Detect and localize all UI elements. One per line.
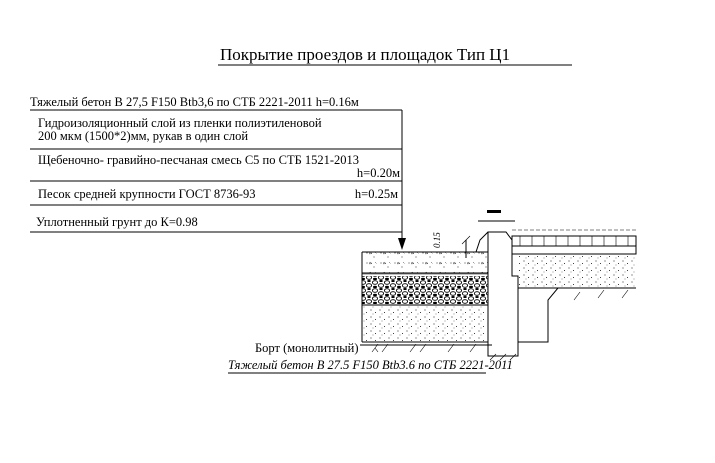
gravel-layer	[362, 276, 488, 304]
layer-3-line2: h=0.20м	[357, 166, 400, 180]
dimension-label: 0.15	[432, 232, 442, 248]
dimension-bar-icon	[487, 210, 501, 213]
layer-4-line2: h=0.25м	[355, 187, 398, 201]
layer-4-line1: Песок средней крупности ГОСТ 8736-93	[38, 187, 256, 201]
pavement-cross-section	[361, 251, 488, 353]
soil-hatching	[371, 343, 477, 353]
sand-layer	[362, 306, 488, 342]
drawing-title: Покрытие проездов и площадок Тип Ц1	[220, 45, 510, 64]
layer-legend: Тяжелый бетон B 27,5 F150 Btb3,6 по СТБ …	[30, 95, 406, 250]
curb-label: Борт (монолитный)	[255, 341, 359, 355]
layer-2-line1: Гидроизоляционный слой из пленки полиэти…	[38, 116, 322, 130]
leader-arrow-icon	[398, 238, 406, 250]
layer-3-line1: Щебеночно- гравийно-песчаная смесь С5 по…	[38, 153, 359, 167]
layer-5-line1: Уплотненный грунт до К=0.98	[36, 215, 198, 229]
curb-material-label: Тяжелый бетон B 27.5 F150 Btb3.6 по СТБ …	[228, 358, 513, 372]
layer-1-line1: Тяжелый бетон B 27,5 F150 Btb3,6 по СТБ …	[30, 95, 359, 109]
tile-layer	[511, 235, 637, 247]
dimension-marker: 0.15	[432, 210, 515, 258]
curb	[475, 231, 519, 361]
concrete-layer	[362, 252, 488, 273]
tile-pavement	[511, 229, 637, 343]
layer-2-line2: 200 мкм (1500*2)мм, рукав в один слой	[38, 129, 248, 143]
